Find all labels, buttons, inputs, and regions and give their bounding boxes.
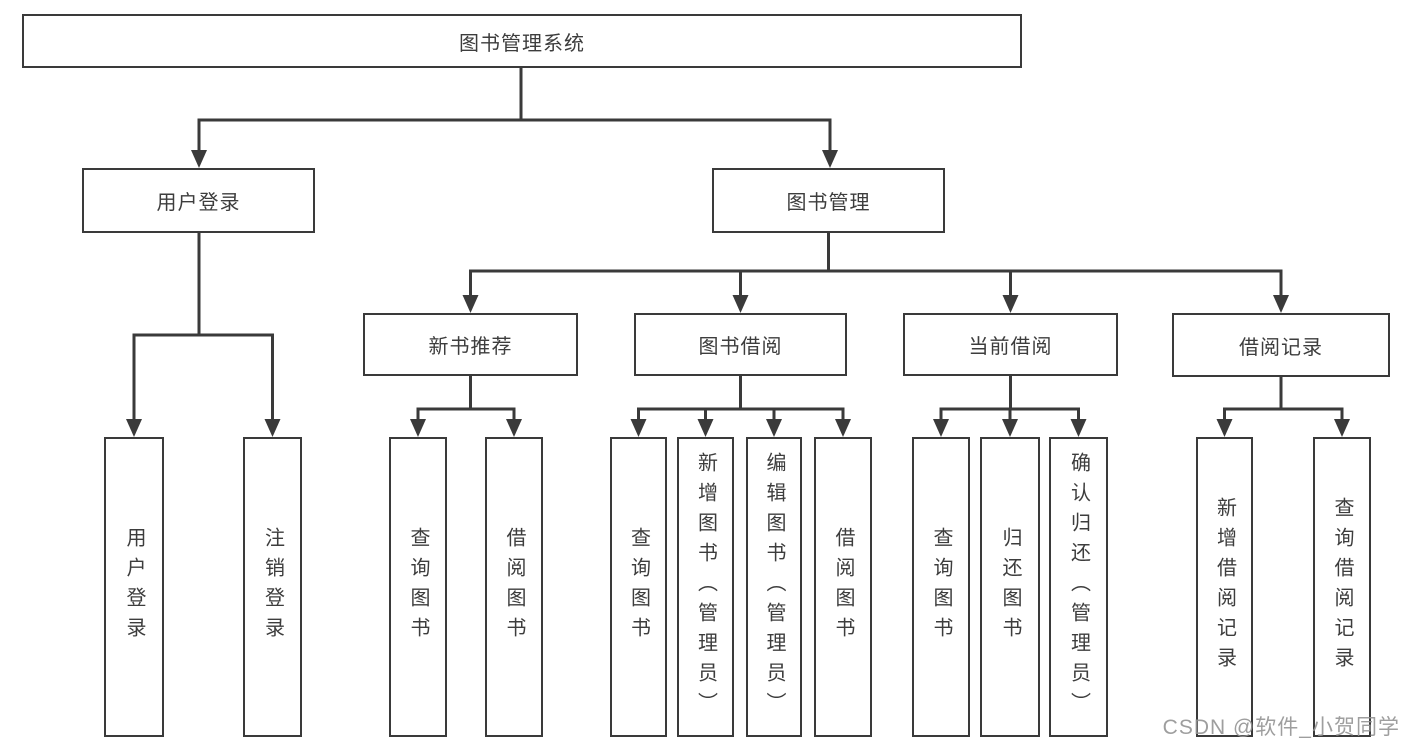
- node-new-book-recommend: 新书推荐: [363, 313, 578, 376]
- connector-userlogin-to-leaves: [132, 231, 274, 421]
- node-label: 借阅记录: [1239, 336, 1323, 359]
- connector-borrow-to-leaves: [637, 374, 845, 421]
- node-label: 当前借阅: [968, 336, 1053, 358]
- connector-root-to-level2: [197, 66, 832, 152]
- node-label: 借阅图书: [832, 527, 854, 647]
- node-label: 注销登录: [261, 527, 284, 647]
- leaf-borrow-books: 借阅图书: [814, 437, 872, 737]
- node-label: 查询图书: [627, 527, 650, 647]
- node-label: 用户登录: [156, 192, 241, 214]
- node-label: 确认归还（管理员）: [1067, 452, 1090, 722]
- node-library-management-system: 图书管理系统: [22, 14, 1022, 68]
- node-label: 图书管理系统: [459, 32, 585, 55]
- leaf-query-books-current: 查询图书: [912, 437, 970, 737]
- node-current-borrowing: 当前借阅: [903, 313, 1118, 376]
- node-label: 新增图书（管理员）: [694, 452, 717, 722]
- node-label: 新增借阅记录: [1213, 497, 1236, 677]
- node-label: 查询图书: [407, 527, 429, 647]
- node-label: 查询借阅记录: [1331, 497, 1353, 677]
- connector-bookmgmt-to-level3: [469, 231, 1283, 297]
- node-label: 查询图书: [930, 527, 952, 647]
- leaf-borrow-books-recommend: 借阅图书: [485, 437, 543, 737]
- node-label: 图书管理: [786, 192, 871, 214]
- node-label: 新书推荐: [428, 336, 513, 358]
- leaf-confirm-return-admin: 确认归还（管理员）: [1049, 437, 1108, 737]
- arrowheads: [126, 150, 1350, 437]
- leaf-query-books-borrow: 查询图书: [610, 437, 667, 737]
- connector-current-to-leaves: [939, 374, 1080, 421]
- leaf-query-borrow-record: 查询借阅记录: [1313, 437, 1371, 737]
- connector-newbook-to-leaves: [416, 374, 516, 421]
- csdn-watermark: CSDN @软件_小贺同学: [1162, 716, 1400, 739]
- leaf-add-borrow-record: 新增借阅记录: [1196, 437, 1253, 737]
- node-user-login-branch: 用户登录: [82, 168, 315, 233]
- leaf-return-book: 归还图书: [980, 437, 1040, 737]
- node-label: 归还图书: [999, 527, 1021, 647]
- leaf-user-login: 用户登录: [104, 437, 164, 737]
- node-label: 用户登录: [123, 527, 145, 647]
- connector-records-to-leaves: [1223, 375, 1344, 421]
- leaf-query-books-recommend: 查询图书: [389, 437, 447, 737]
- node-label: 图书借阅: [698, 336, 783, 358]
- node-book-borrowing: 图书借阅: [634, 313, 847, 376]
- node-borrowing-records: 借阅记录: [1172, 313, 1390, 377]
- node-label: 借阅图书: [503, 527, 525, 647]
- leaf-edit-book-admin: 编辑图书（管理员）: [746, 437, 802, 737]
- leaf-logout: 注销登录: [243, 437, 302, 737]
- leaf-add-book-admin: 新增图书（管理员）: [677, 437, 734, 737]
- node-book-management: 图书管理: [712, 168, 945, 233]
- node-label: 编辑图书（管理员）: [763, 452, 785, 722]
